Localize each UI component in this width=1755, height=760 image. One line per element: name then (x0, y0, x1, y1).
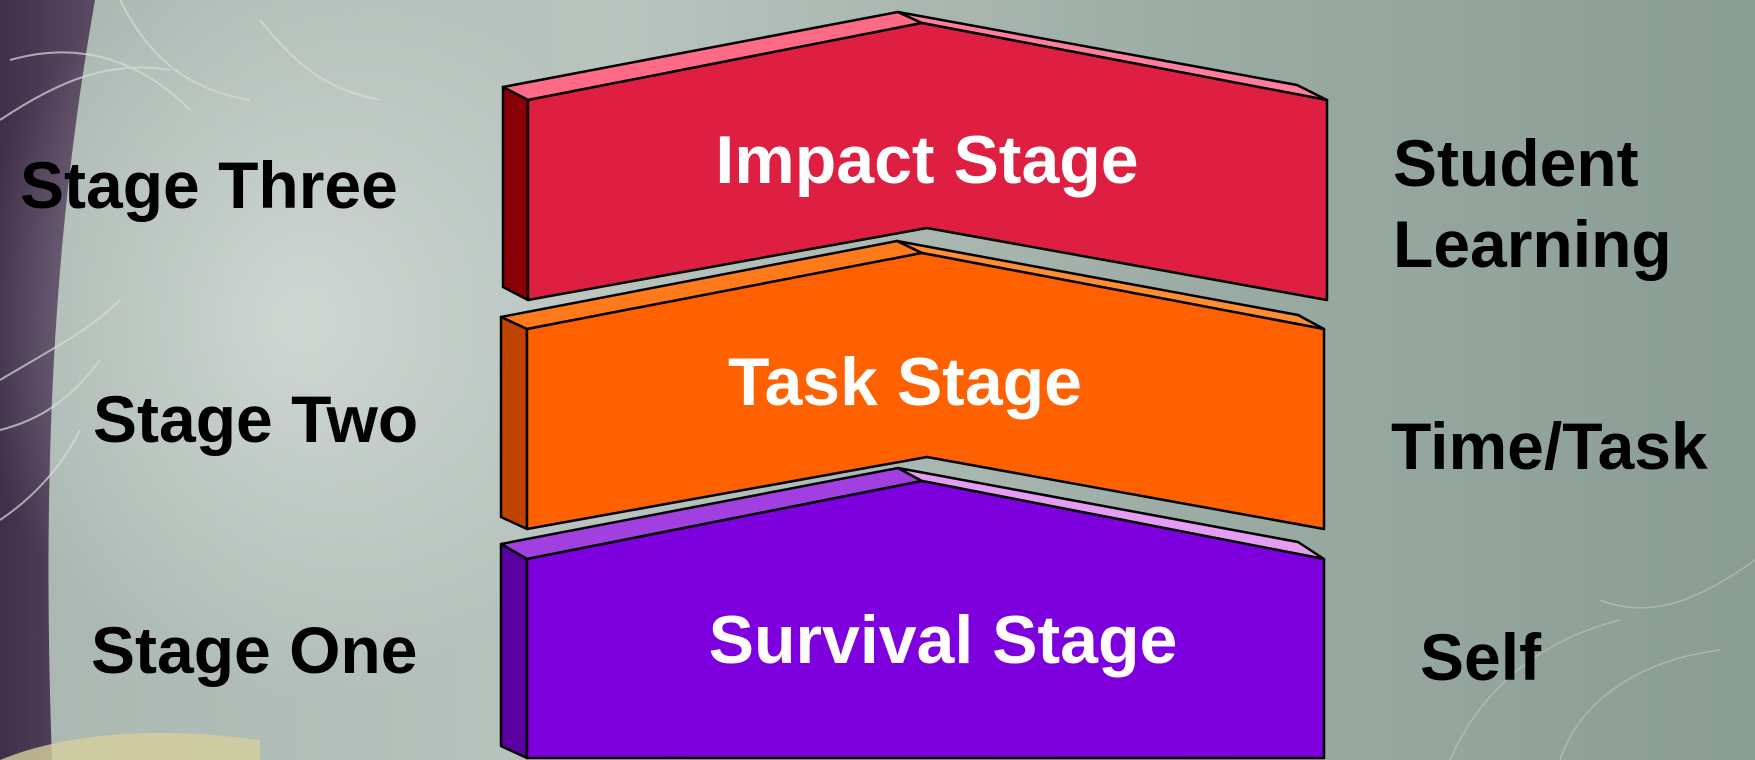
stage-one-label: Stage One (91, 613, 418, 687)
task-stage-title: Task Stage (728, 344, 1082, 420)
stage-two-label: Stage Two (93, 382, 419, 456)
survival-stage-face (525, 479, 1326, 760)
impact-stage-face (526, 21, 1329, 302)
impact-stage-side (501, 85, 530, 302)
stage-three-label: Stage Three (20, 148, 398, 222)
survival-stage-block: Survival Stage (499, 466, 1326, 760)
bottom-leaf (0, 732, 260, 760)
survival-stage-title: Survival Stage (709, 602, 1178, 678)
impact-stage-block: Impact Stage (501, 10, 1329, 302)
student-learning-label: Student Learning (1393, 126, 1672, 281)
survival-stage-side (499, 542, 529, 760)
task-stage-side (499, 315, 529, 531)
background-glow (0, 0, 630, 700)
impact-stage-title: Impact Stage (715, 122, 1138, 198)
leaf-pattern (0, 0, 381, 521)
task-stage-block: Task Stage (499, 239, 1326, 531)
self-label: Self (1420, 620, 1542, 694)
time-task-label: Time/Task (1391, 409, 1708, 483)
right-leaf-pattern (1449, 559, 1755, 760)
task-stage-face (525, 251, 1326, 531)
